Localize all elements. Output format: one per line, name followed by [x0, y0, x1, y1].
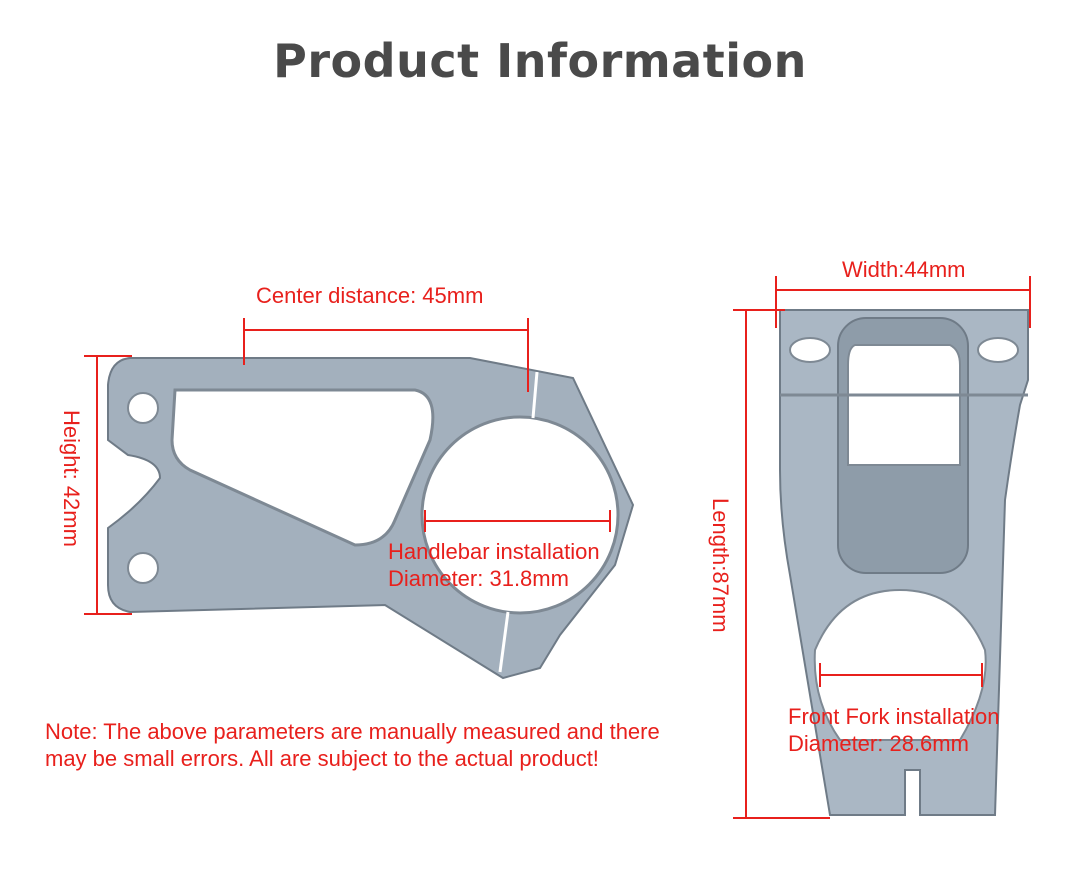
side-view-part: [107, 357, 635, 680]
measurement-note: Note: The above parameters are manually …: [45, 719, 660, 771]
handlebar-label-line1: Handlebar installation: [388, 539, 600, 564]
dimension-lines: [84, 276, 1031, 819]
length-label: Length:87mm: [708, 498, 733, 633]
page-title: Product Information: [273, 34, 807, 88]
front-view-part: [779, 309, 1029, 816]
center-distance-label: Center distance: 45mm: [256, 283, 484, 308]
fork-label-line1: Front Fork installation: [788, 704, 1000, 729]
handlebar-label-line2: Diameter: 31.8mm: [388, 566, 569, 591]
height-label: Height: 42mm: [59, 410, 84, 547]
fork-label-line2: Diameter: 28.6mm: [788, 731, 969, 756]
width-label: Width:44mm: [842, 257, 966, 282]
